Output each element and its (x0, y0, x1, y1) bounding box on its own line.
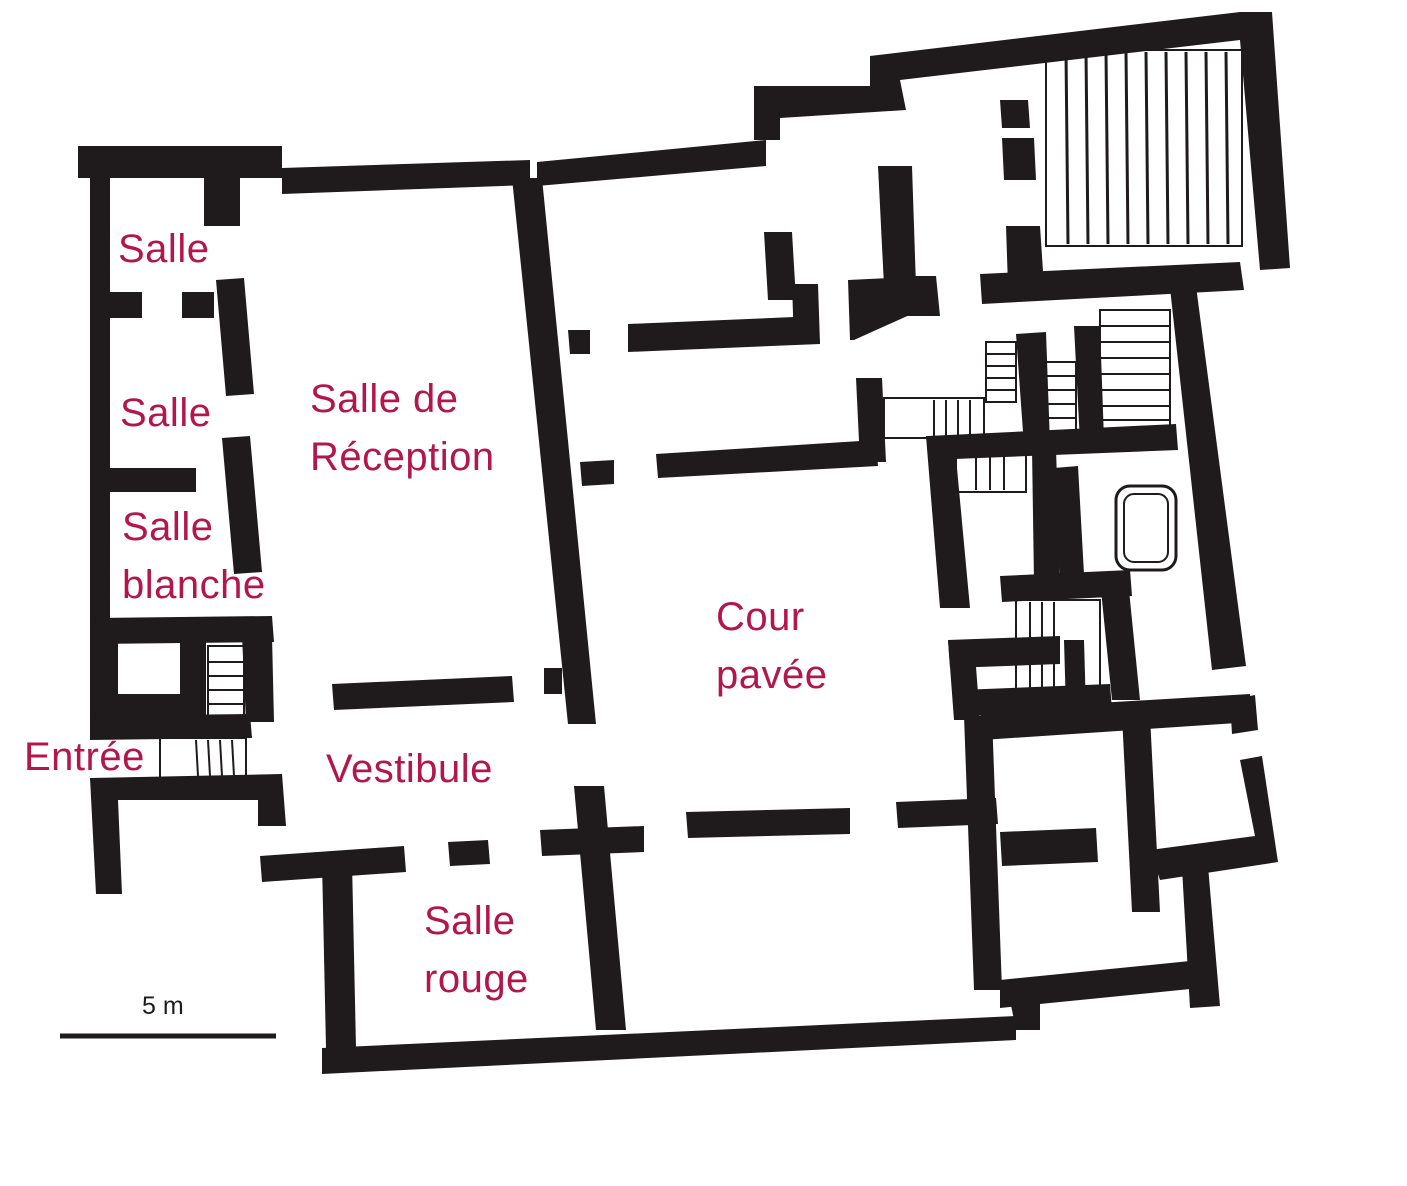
label-salle-blanche-line-2: blanche (122, 563, 266, 607)
label-salle-blanche-line-1: Salle (122, 505, 214, 549)
label-cour-line-2: pavée (716, 653, 828, 697)
label-salle-de-reception: Salle de Réception (310, 370, 495, 486)
label-reception-line-1: Salle de (310, 377, 459, 421)
reception-walls (260, 178, 644, 1030)
label-salle-rouge: Salle rouge (424, 892, 529, 1008)
north-rooms-walls (568, 100, 1244, 486)
label-rouge-line-1: Salle (424, 899, 516, 943)
east-stairs (883, 309, 1178, 701)
label-salle-blanche: Salle blanche (122, 498, 266, 614)
outer-walls (78, 12, 1290, 1074)
west-rooms-walls (90, 170, 286, 894)
tower-stairs (1045, 49, 1243, 247)
entrance-stairs (159, 645, 247, 779)
label-vestibule: Vestibule (326, 747, 493, 791)
label-salle-1: Salle (118, 227, 210, 271)
label-salle-2: Salle (120, 391, 212, 435)
label-entree: Entrée (24, 735, 145, 779)
label-cour-line-1: Cour (716, 595, 805, 639)
scale-label: 5 m (142, 992, 184, 1020)
label-reception-line-2: Réception (310, 435, 495, 479)
label-cour-pavee: Cour pavée (716, 588, 827, 704)
label-rouge-line-2: rouge (424, 957, 529, 1001)
